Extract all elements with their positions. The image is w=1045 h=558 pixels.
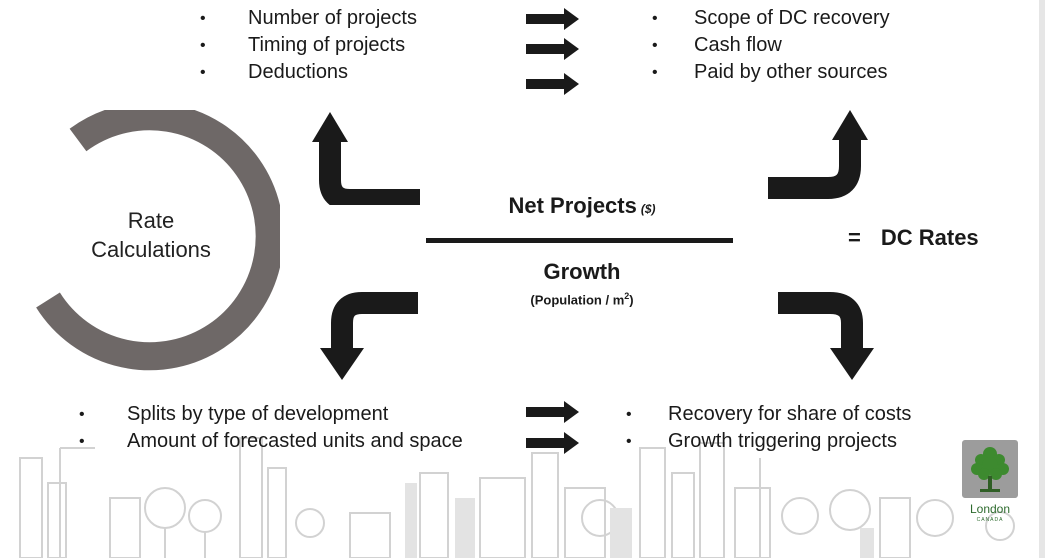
curved-up-arrow-icon: [312, 112, 420, 205]
cycle-label: Rate Calculations: [66, 206, 236, 264]
list-item: Number of projects: [200, 5, 417, 32]
slide-edge: [1039, 0, 1045, 558]
right-arrow-icon: [526, 8, 579, 30]
list-item: Paid by other sources: [652, 59, 890, 86]
fraction-bar: [426, 238, 733, 243]
logo-name: London: [969, 502, 1011, 516]
right-arrow-icon: [526, 38, 579, 60]
logo-badge: [962, 440, 1018, 498]
right-arrow-icon: [526, 432, 579, 454]
list-item: Timing of projects: [200, 32, 417, 59]
right-arrow-icon: [526, 73, 579, 95]
list-item: Amount of forecasted units and space: [79, 428, 463, 455]
curved-down-arrow-icon: [320, 292, 418, 380]
city-skyline-background: [19, 437, 1015, 558]
curved-down-arrow-icon: [778, 292, 874, 380]
list-item: Cash flow: [652, 32, 890, 59]
denominator-units: (Population / m2): [432, 291, 732, 307]
units-suffix: ): [629, 292, 634, 308]
list-item: Splits by type of development: [79, 401, 463, 428]
list-item: Scope of DC recovery: [652, 5, 890, 32]
formula-result: = DC Rates: [848, 225, 979, 251]
bottom-left-list: Splits by type of development Amount of …: [79, 401, 463, 455]
result-text: DC Rates: [880, 225, 979, 250]
cycle-ring-icon: [36, 110, 280, 371]
top-right-list: Scope of DC recovery Cash flow Paid by o…: [652, 5, 890, 86]
right-arrow-icon: [526, 401, 579, 423]
tree-icon: [971, 447, 1009, 492]
formula-denominator: Growth: [543, 259, 621, 284]
list-item: Deductions: [200, 59, 417, 86]
top-left-list: Number of projects Timing of projects De…: [200, 5, 417, 86]
units-superscript: 2: [624, 291, 630, 301]
numerator-unit: ($): [640, 202, 656, 216]
equals-sign: =: [848, 225, 861, 250]
numerator-text: Net Projects: [508, 193, 637, 218]
list-item: Growth triggering projects: [626, 428, 911, 455]
formula-numerator: Net Projects($): [432, 193, 732, 219]
cycle-label-line2: Calculations: [91, 237, 211, 262]
logo-subtitle: CANADA: [976, 517, 1004, 523]
cycle-label-line1: Rate: [127, 208, 175, 233]
list-item: Recovery for share of costs: [626, 401, 911, 428]
london-logo: London CANADA: [962, 440, 1018, 523]
curved-up-arrow-icon: [768, 110, 868, 199]
units-prefix: (Population / m: [530, 292, 625, 308]
bottom-right-list: Recovery for share of costs Growth trigg…: [626, 401, 911, 455]
